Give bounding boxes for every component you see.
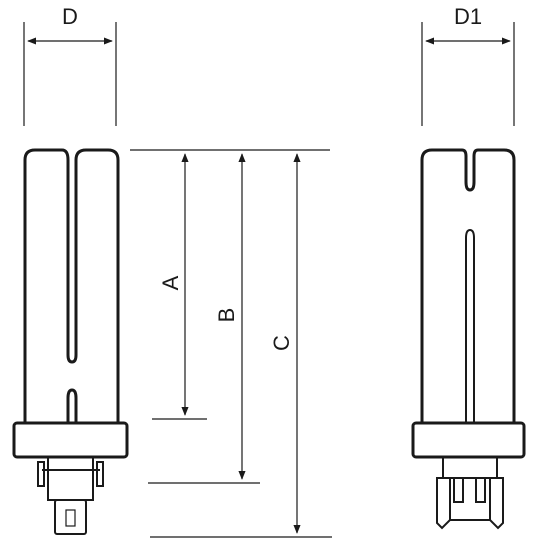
side-lamp-base: [411, 421, 526, 459]
side-pin-block: [442, 457, 498, 479]
side-view-lamp: D1: [411, 4, 526, 530]
b-label: B: [214, 308, 239, 323]
side-key-right: [489, 477, 504, 530]
front-tube-outline: [23, 148, 120, 425]
front-lamp-base: [12, 421, 129, 459]
side-pin-right: [475, 477, 486, 503]
side-pin-left: [453, 477, 464, 503]
side-tube-outline: [420, 148, 516, 425]
front-view-lamp: D: [12, 4, 129, 535]
c-label: C: [269, 335, 294, 351]
side-tube-inner-line: [465, 228, 475, 423]
front-key-slot: [65, 509, 76, 527]
front-pin-right: [96, 461, 104, 487]
d1-label: D1: [454, 4, 482, 29]
a-label: A: [158, 275, 183, 290]
front-pin-block: [47, 457, 94, 501]
vertical-dimensions: A B C: [130, 149, 332, 538]
side-key-left: [436, 477, 451, 530]
front-bridge-slot: [66, 388, 78, 425]
d-label: D: [62, 4, 78, 29]
front-pin-left: [37, 461, 45, 487]
front-key: [54, 499, 87, 535]
